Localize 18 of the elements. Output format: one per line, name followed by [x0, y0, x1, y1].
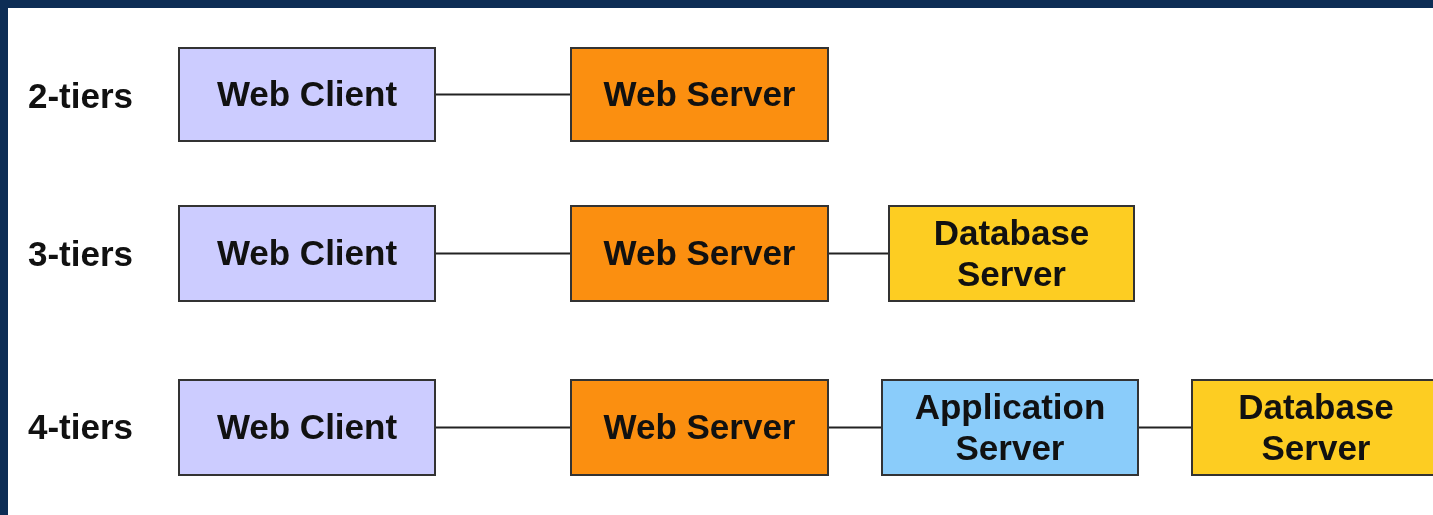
process-box: Web Server — [570, 205, 829, 302]
connector-line — [435, 93, 571, 96]
process-box: Database Server — [888, 205, 1135, 302]
connector-line — [1138, 426, 1192, 429]
process-box: Web Server — [570, 47, 829, 142]
tier-label: 4-tiers — [28, 407, 134, 447]
process-box: Web Client — [178, 379, 436, 476]
connector-line — [828, 252, 889, 255]
process-box: Web Client — [178, 205, 436, 302]
process-box: Application Server — [881, 379, 1139, 476]
tier-label: 3-tiers — [28, 234, 134, 274]
connector-line — [828, 426, 882, 429]
tier-label: 2-tiers — [28, 76, 134, 116]
connector-line — [435, 426, 571, 429]
process-box: Database Server — [1191, 379, 1433, 476]
connector-line — [435, 252, 571, 255]
process-box: Web Server — [570, 379, 829, 476]
process-box: Web Client — [178, 47, 436, 142]
